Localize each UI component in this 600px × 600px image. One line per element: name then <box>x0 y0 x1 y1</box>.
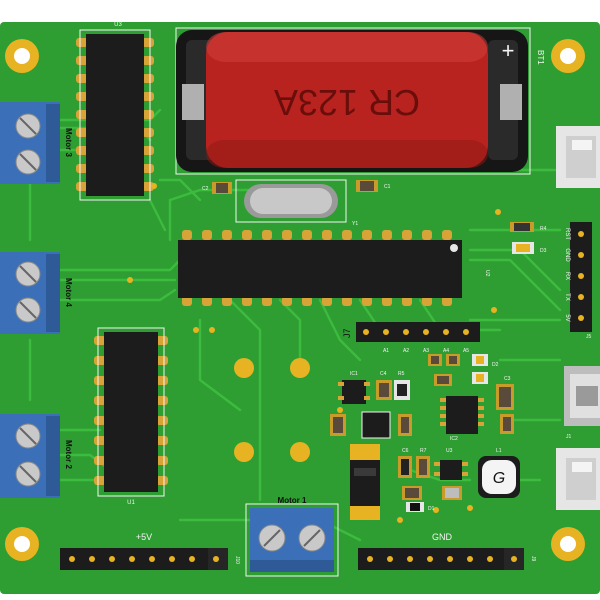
ic-left-bottom-ref: U1 <box>127 500 135 506</box>
vias <box>127 183 501 523</box>
ic1-ref: IC1 <box>350 371 358 377</box>
header-top: J7 A1 A2 A3 A4 A5 <box>342 322 480 354</box>
header-top-pin-3: A3 <box>423 348 429 354</box>
c3-ref: C3 <box>504 376 511 382</box>
crystal-ref: Y1 <box>352 221 358 227</box>
connector-usb: J1 <box>564 366 600 440</box>
mcu-ref: U2 <box>484 270 490 277</box>
d-ref: D3 <box>540 248 547 254</box>
header-right-ref: J5 <box>586 334 592 340</box>
motor-2-terminal: Motor 2 <box>0 414 73 498</box>
c4-ref: C4 <box>380 371 387 377</box>
header-bottom-right-label: GND <box>432 532 453 542</box>
battery-label: CR 123A <box>274 82 420 123</box>
c1-ref: C1 <box>384 184 391 190</box>
connector-j6 <box>556 126 600 188</box>
motor-3-terminal: Motor 3 <box>0 102 73 184</box>
inductor-ref: L1 <box>496 448 502 454</box>
motor-1-label: Motor 1 <box>278 496 307 505</box>
header-right: RST GND RX TX 5V J5 <box>564 222 592 340</box>
header-bottom-left-label: +5V <box>136 532 152 542</box>
header-top-pin-1: A1 <box>383 348 389 354</box>
battery-cell <box>206 32 488 168</box>
header-top-pin-4: A4 <box>443 348 449 354</box>
header-bottom-right-ref: J9 <box>530 556 536 562</box>
r-ref: R4 <box>540 226 547 232</box>
c2-ref: C2 <box>202 186 209 192</box>
ic-left-top-ref: U3 <box>114 22 122 28</box>
header-right-pin-1: RST <box>564 228 570 240</box>
header-right-pin-2: GND <box>564 248 570 262</box>
u3-small-ref: U3 <box>446 448 453 454</box>
d1-ref: D1 <box>428 506 435 512</box>
crystal: Y1 <box>235 179 358 227</box>
inductor-icon: G <box>493 470 505 487</box>
ic-left-bottom: U1 <box>94 327 168 506</box>
mounting-holes <box>5 39 585 561</box>
d2-ref: D2 <box>492 362 499 368</box>
header-top-pin-2: A2 <box>403 348 409 354</box>
battery-holder: CR 123A + BT1 <box>175 27 545 175</box>
header-right-pin-5: 5V <box>564 314 570 321</box>
connector-j2 <box>556 448 600 510</box>
header-top-pin-5: A5 <box>463 348 469 354</box>
ic-left-top: U3 <box>76 22 154 201</box>
motor-4-label: Motor 4 <box>64 278 73 307</box>
header-bottom-left-ref: J10 <box>234 556 240 564</box>
header-right-pin-3: RX <box>564 272 570 280</box>
j1-ref: J1 <box>566 434 572 440</box>
power-section: IC1 C4 R5 C6 R7 U3 D1 G L1 <box>330 371 520 520</box>
header-bottom-left: +5V J10 <box>60 532 240 570</box>
r7-ref: R7 <box>420 448 427 454</box>
plus-icon: + <box>502 38 515 63</box>
parts-right-top: R4 D3 <box>510 222 547 254</box>
motor-1-terminal: Motor 1 <box>245 496 339 577</box>
traces <box>28 108 562 542</box>
r5-ref: R5 <box>398 371 405 377</box>
motor-4-terminal: Motor 4 <box>0 252 73 334</box>
header-top-ref: J7 <box>342 328 352 338</box>
ic2-section: IC2 C3 D2 <box>428 354 514 442</box>
c6-ref: C6 <box>402 448 409 454</box>
header-bottom-right: GND J9 <box>358 532 536 570</box>
caps-crystal: C2 C1 <box>202 180 391 194</box>
ic2-ref: IC2 <box>450 436 458 442</box>
test-pads <box>234 358 310 462</box>
battery-ref: BT1 <box>536 50 545 65</box>
motor-3-label: Motor 3 <box>64 128 73 157</box>
motor-2-label: Motor 2 <box>64 440 73 469</box>
mcu: U2 <box>178 230 490 306</box>
header-right-pin-4: TX <box>564 293 570 301</box>
